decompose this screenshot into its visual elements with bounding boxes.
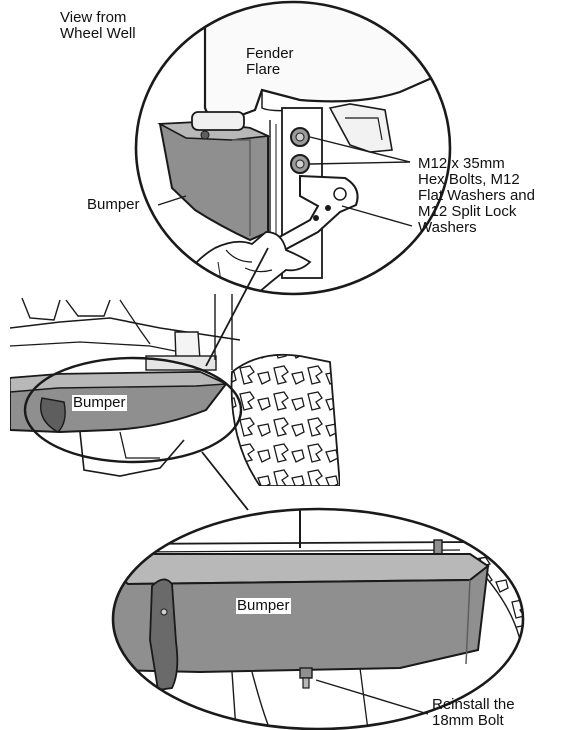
leader-lines xyxy=(157,136,429,715)
tire xyxy=(230,353,340,486)
reinstall-bolt-label: Reinstall the 18mm Bolt xyxy=(432,696,515,729)
connector-top xyxy=(205,247,269,367)
bumper-end-cap xyxy=(149,578,179,692)
hardware-label: M12 x 35mm Hex Bolts, M12 Flat Washers a… xyxy=(418,155,535,236)
bumper-label-bottom: Bumper xyxy=(236,597,291,614)
fender-flare-label: Fender Flare xyxy=(246,45,294,78)
view-from-wheel-well-label: View from Wheel Well xyxy=(60,9,136,42)
fender-flare-shape xyxy=(203,2,450,122)
detail-circle-top xyxy=(134,0,452,296)
connector-bottom xyxy=(201,451,249,511)
bumper-label-mid: Bumper xyxy=(72,394,127,411)
highlight-ellipse xyxy=(23,356,243,464)
detail-circle-bottom xyxy=(111,507,525,730)
bumper-end-top xyxy=(157,120,272,242)
bumper-box-bottom xyxy=(113,553,490,674)
bolt-18mm xyxy=(299,667,313,689)
bumper-label-top: Bumper xyxy=(86,196,141,213)
overview-scene xyxy=(10,294,340,486)
bumper-underside-detail xyxy=(111,507,525,730)
hex-bolts xyxy=(290,127,310,174)
